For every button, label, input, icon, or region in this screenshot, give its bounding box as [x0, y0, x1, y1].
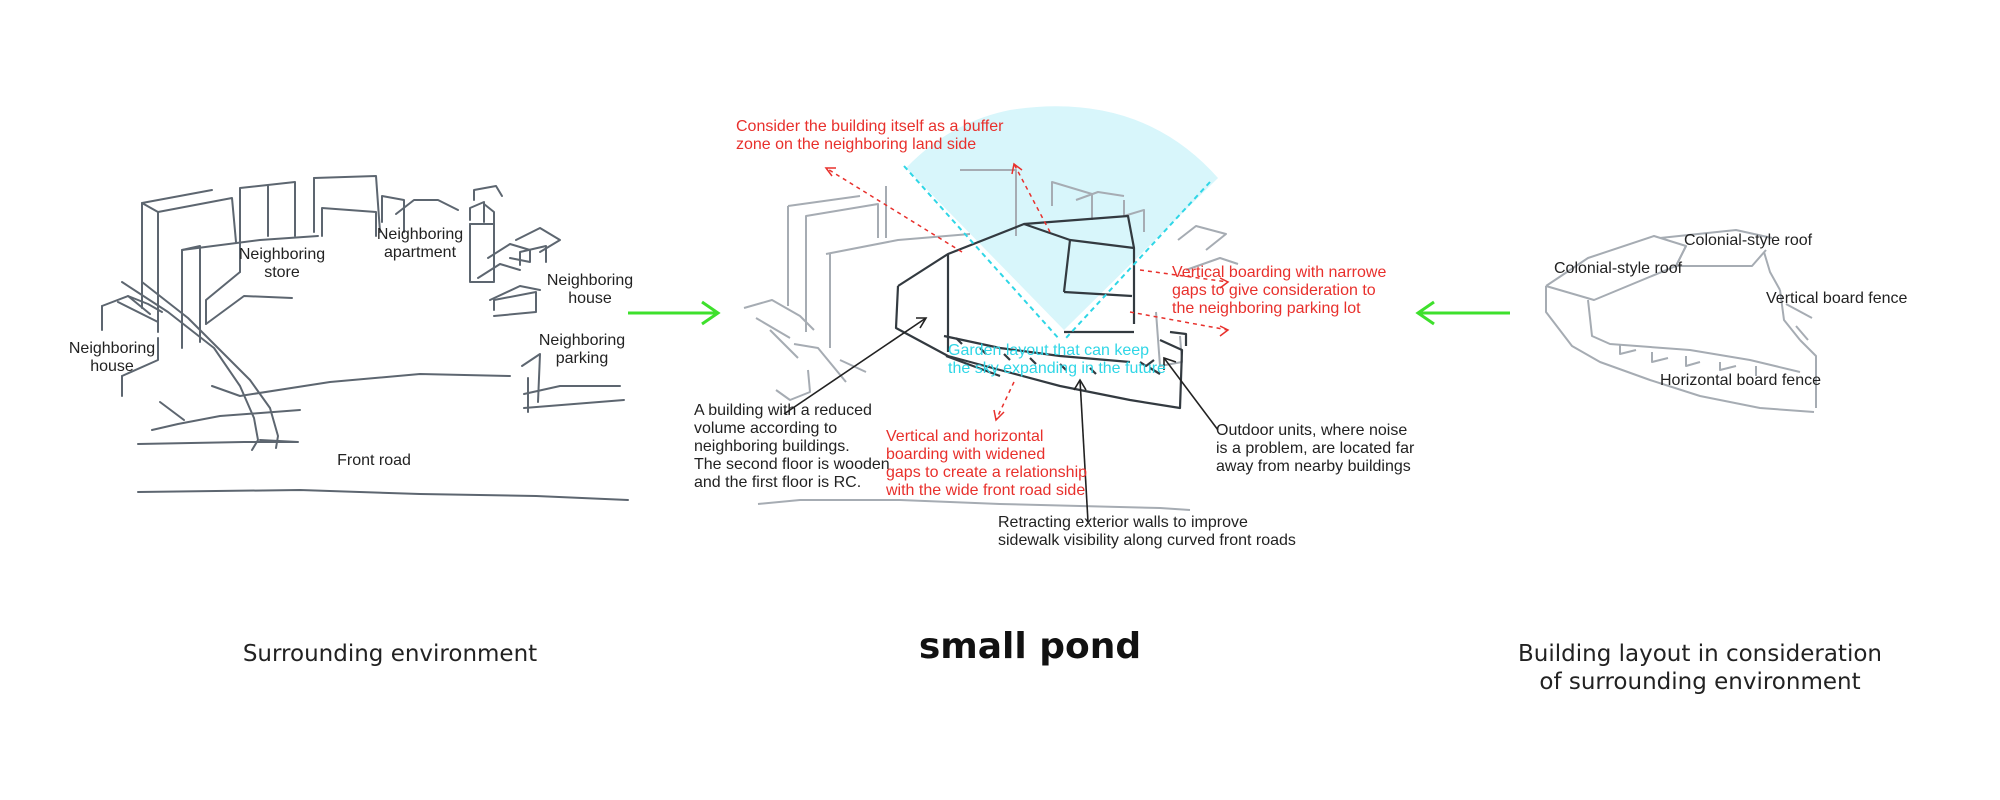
label-front-road: Front road	[337, 452, 411, 469]
red-arrowheads	[824, 162, 1230, 422]
note-vertical-horizontal-boarding: Vertical and horizontal boarding with wi…	[886, 428, 1088, 499]
label-neighboring-parking: Neighboring parking	[538, 332, 626, 367]
building-layout-sketch	[1545, 229, 1817, 413]
page-title: small pond	[918, 626, 1142, 667]
note-vertical-boarding-narrow: Vertical boarding with narrowe gaps to g…	[1172, 264, 1387, 317]
main-building-sketch	[894, 214, 1188, 410]
label-neighboring-house-right: Neighboring house	[546, 272, 634, 307]
label-colonial-roof-left: Colonial-style roof	[1554, 260, 1683, 277]
note-garden-layout: Garden layout that can keep the sky expa…	[948, 342, 1166, 377]
surrounding-environment-sketch	[101, 175, 629, 501]
note-reduced-volume: A building with a reduced volume accordi…	[694, 402, 890, 491]
note-buffer-zone: Consider the building itself as a buffer…	[736, 118, 1004, 153]
note-outdoor-units: Outdoor units, where noise is a problem,…	[1216, 422, 1415, 475]
label-horizontal-board-fence: Horizontal board fence	[1660, 372, 1821, 389]
leader-arrows	[783, 317, 1219, 523]
green-arrow-right	[1415, 300, 1510, 326]
cyan-sight-lines	[903, 165, 1211, 341]
label-vertical-board-fence: Vertical board fence	[1766, 290, 1908, 307]
sky-fan	[906, 106, 1218, 330]
caption-surrounding-environment: Surrounding environment	[242, 641, 538, 667]
label-neighboring-house-left: Neighboring house	[68, 340, 156, 375]
label-neighboring-apartment: Neighboring apartment	[376, 226, 464, 261]
label-colonial-roof-top: Colonial-style roof	[1684, 232, 1813, 249]
green-arrow-left	[628, 300, 721, 326]
label-neighboring-store: Neighboring store	[238, 246, 326, 281]
caption-building-layout: Building layout in consideration of surr…	[1518, 641, 1882, 695]
context-buildings-sketch	[743, 169, 1239, 511]
red-dashed-arrows	[825, 163, 1229, 421]
note-retracting-walls: Retracting exterior walls to improve sid…	[998, 514, 1296, 549]
